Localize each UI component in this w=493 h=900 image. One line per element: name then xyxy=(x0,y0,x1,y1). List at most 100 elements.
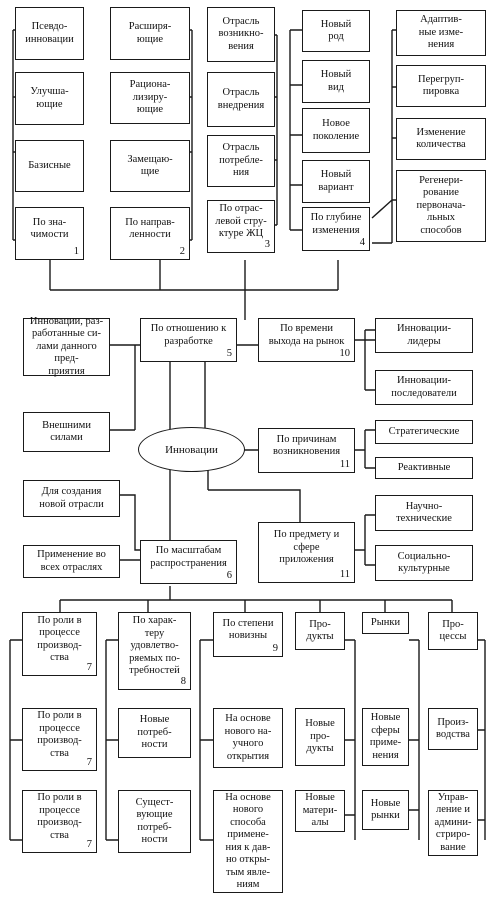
node-label: По времени выхода на рынок xyxy=(268,323,345,347)
node-number: 7 xyxy=(86,757,92,768)
node-label: Новый вариант xyxy=(318,169,354,193)
node-label: Улучша- ющие xyxy=(30,86,69,110)
node-label: Новые про- дукты xyxy=(305,718,335,755)
node-number: 4 xyxy=(359,237,365,248)
node-label: Про- дукты xyxy=(306,618,334,643)
node-processy: Про- цессы xyxy=(428,612,478,650)
node-novvar: Новый вариант xyxy=(302,160,370,203)
node-porol1: По роли в процессе производ- ства 7 xyxy=(22,612,97,676)
node-label: По причинам возникновения xyxy=(272,433,341,458)
node-suschpotr: Сущест- вующие потреб- ности xyxy=(118,790,191,853)
node-novsposob: На основе нового способа примене- ния к … xyxy=(213,790,283,893)
node-novpotr: Новые потреб- ности xyxy=(118,708,191,758)
node-nauch: Научно- технические xyxy=(375,495,473,531)
node-label: По роли в процессе производ- ства xyxy=(37,710,82,759)
node-number: 1 xyxy=(73,246,79,257)
node-posled: Инновации- последователи xyxy=(375,370,473,405)
node-label: По роли в процессе производ- ства xyxy=(37,792,82,841)
node-novsfery: Новые сферы приме- нения xyxy=(362,708,409,766)
node-ponapr: По направ- ленности 2 xyxy=(110,207,190,260)
node-dlyasozd: Для создания новой отрасли xyxy=(23,480,120,517)
node-label: Адаптив- ные изме- нения xyxy=(418,14,464,51)
node-social: Социально- культурные xyxy=(375,545,473,581)
node-novrod: Новый род xyxy=(302,10,370,52)
node-label: Управ- ление и админи- стриро- вание xyxy=(434,791,472,853)
node-label: Применение во всех отраслях xyxy=(37,549,106,573)
node-number: 3 xyxy=(264,239,270,250)
node-label: По направ- ленности xyxy=(125,216,175,241)
node-label: Новый вид xyxy=(320,69,352,93)
node-label: Внешними силами xyxy=(42,419,91,444)
node-label: Инновации- лидеры xyxy=(397,323,451,347)
node-label: Новые потреб- ности xyxy=(137,714,172,751)
node-uluch: Улучша- ющие xyxy=(15,72,84,125)
node-label: Инновации, раз- работанные си- лами данн… xyxy=(29,315,104,377)
node-label: Новые рынки xyxy=(370,797,401,822)
node-label: По масштабам распространения xyxy=(150,545,227,569)
node-number: 7 xyxy=(86,662,92,673)
node-label: По роли в процессе производ- ства xyxy=(37,614,82,664)
node-otr_vozn: Отрасль возникно- вения xyxy=(207,7,275,62)
node-label: Замещаю- щие xyxy=(127,153,173,178)
node-label: По зна- чимости xyxy=(30,216,69,241)
node-produkty: Про- дукты xyxy=(295,612,345,650)
node-label: Социально- культурные xyxy=(397,550,451,575)
node-strateg: Стратегические xyxy=(375,420,473,444)
node-label: Рациона- лизиру- ющие xyxy=(129,79,171,116)
node-adapt: Адаптив- ные изме- нения xyxy=(396,10,486,56)
node-nauchotkr: На основе нового на- учного открытия xyxy=(213,708,283,768)
node-label: Регенери- рование первонача- льных спосо… xyxy=(416,174,466,236)
node-number: 11 xyxy=(339,569,350,580)
node-novmat: Новые матери- алы xyxy=(295,790,345,832)
node-primen: Применение во всех отраслях xyxy=(23,545,120,578)
node-racion: Рациона- лизиру- ющие xyxy=(110,72,190,124)
node-porol3: По роли в процессе производ- ства 7 xyxy=(22,790,97,853)
node-label: По отрас- левой стру- ктуре ЖЦ xyxy=(215,203,267,240)
node-psevdo: Псевдо- инновации xyxy=(15,7,84,60)
node-baz: Базисные xyxy=(15,140,84,192)
node-label: Отрасль возникно- вения xyxy=(218,15,264,52)
node-label: По глубине изменения xyxy=(310,212,362,236)
node-razrab_vn: Инновации, раз- работанные си- лами данн… xyxy=(23,315,110,377)
node-novpok: Новое поколение xyxy=(302,108,370,153)
node-peregr: Перегруп- пировка xyxy=(396,65,486,107)
node-number: 5 xyxy=(226,348,232,359)
node-label: Отрасль внедрения xyxy=(217,87,265,111)
node-novrynki: Новые рынки xyxy=(362,790,409,830)
node-label: Расширя- ющие xyxy=(128,21,172,45)
node-number: 6 xyxy=(226,570,232,581)
node-number: 2 xyxy=(179,246,185,257)
node-label: Базисные xyxy=(28,159,71,171)
node-zamesch: Замещаю- щие xyxy=(110,140,190,192)
node-label: Для создания новой отрасли xyxy=(39,486,104,510)
node-label: Научно- технические xyxy=(396,500,452,525)
node-otr_potr: Отрасль потребле- ния xyxy=(207,135,275,187)
node-number: 10 xyxy=(339,348,351,359)
node-label: По отношению к разработке xyxy=(150,323,227,347)
node-number: 8 xyxy=(180,676,186,687)
node-label: Новый род xyxy=(320,18,352,43)
node-porol2: По роли в процессе производ- ства 7 xyxy=(22,708,97,771)
node-lidery: Инновации- лидеры xyxy=(375,318,473,353)
node-vnesh: Внешними силами xyxy=(23,412,110,452)
node-pohar: По харак- теру удовлетво- ряемых по- тре… xyxy=(118,612,191,690)
node-proizv: Произ- водства xyxy=(428,708,478,750)
node-number: 9 xyxy=(272,643,278,654)
node-label: На основе нового способа примене- ния к … xyxy=(225,791,271,891)
node-label: На основе нового на- учного открытия xyxy=(224,713,272,762)
node-number: 7 xyxy=(86,839,92,850)
node-label: Рынки xyxy=(370,616,401,628)
node-regen: Регенери- рование первонача- льных спосо… xyxy=(396,170,486,242)
node-label: Отрасль потребле- ния xyxy=(219,142,263,179)
node-label: Реактивные xyxy=(397,461,451,473)
node-label: Стратегические xyxy=(388,425,460,437)
node-label: Псевдо- инновации xyxy=(25,21,74,45)
node-label: Инновации- последователи xyxy=(391,375,457,399)
